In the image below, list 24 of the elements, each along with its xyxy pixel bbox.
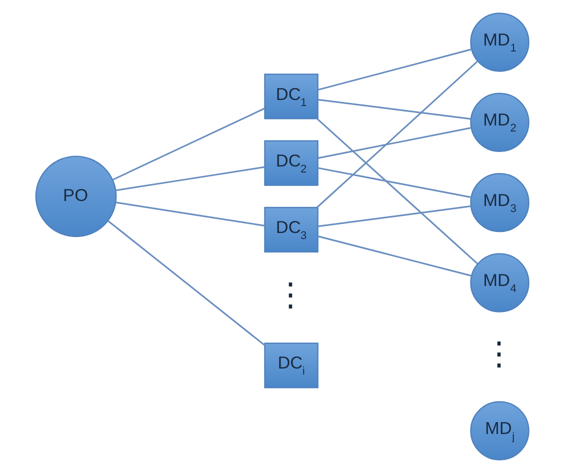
node-circle: MD$_{1}$	[470, 12, 529, 72]
connector	[317, 236, 472, 277]
label: ⋮	[482, 336, 515, 372]
connector	[115, 202, 264, 227]
node-circle: MD$_{4}$	[470, 253, 529, 312]
connector	[316, 61, 478, 208]
connector	[316, 118, 478, 264]
node-circle: MD$_{2}$	[470, 92, 529, 152]
connector	[107, 220, 265, 346]
node-circle: PO	[34, 156, 116, 238]
node-circle: MD$_{j}$	[470, 401, 529, 460]
node-box: DC$_{1}$	[264, 74, 318, 120]
node-box: DC$_{3}$	[264, 206, 318, 253]
connector	[318, 205, 470, 228]
node-box: DC$_{2}$	[264, 140, 318, 186]
connector	[317, 48, 472, 90]
node-circle: MD$_{3}$	[470, 172, 529, 232]
connector	[115, 166, 264, 192]
node-box: DC$_{i}$	[264, 342, 318, 388]
connector	[318, 167, 471, 198]
label: ⋮	[274, 276, 306, 312]
connector	[318, 98, 470, 120]
connector	[318, 127, 471, 159]
connector	[112, 108, 265, 180]
